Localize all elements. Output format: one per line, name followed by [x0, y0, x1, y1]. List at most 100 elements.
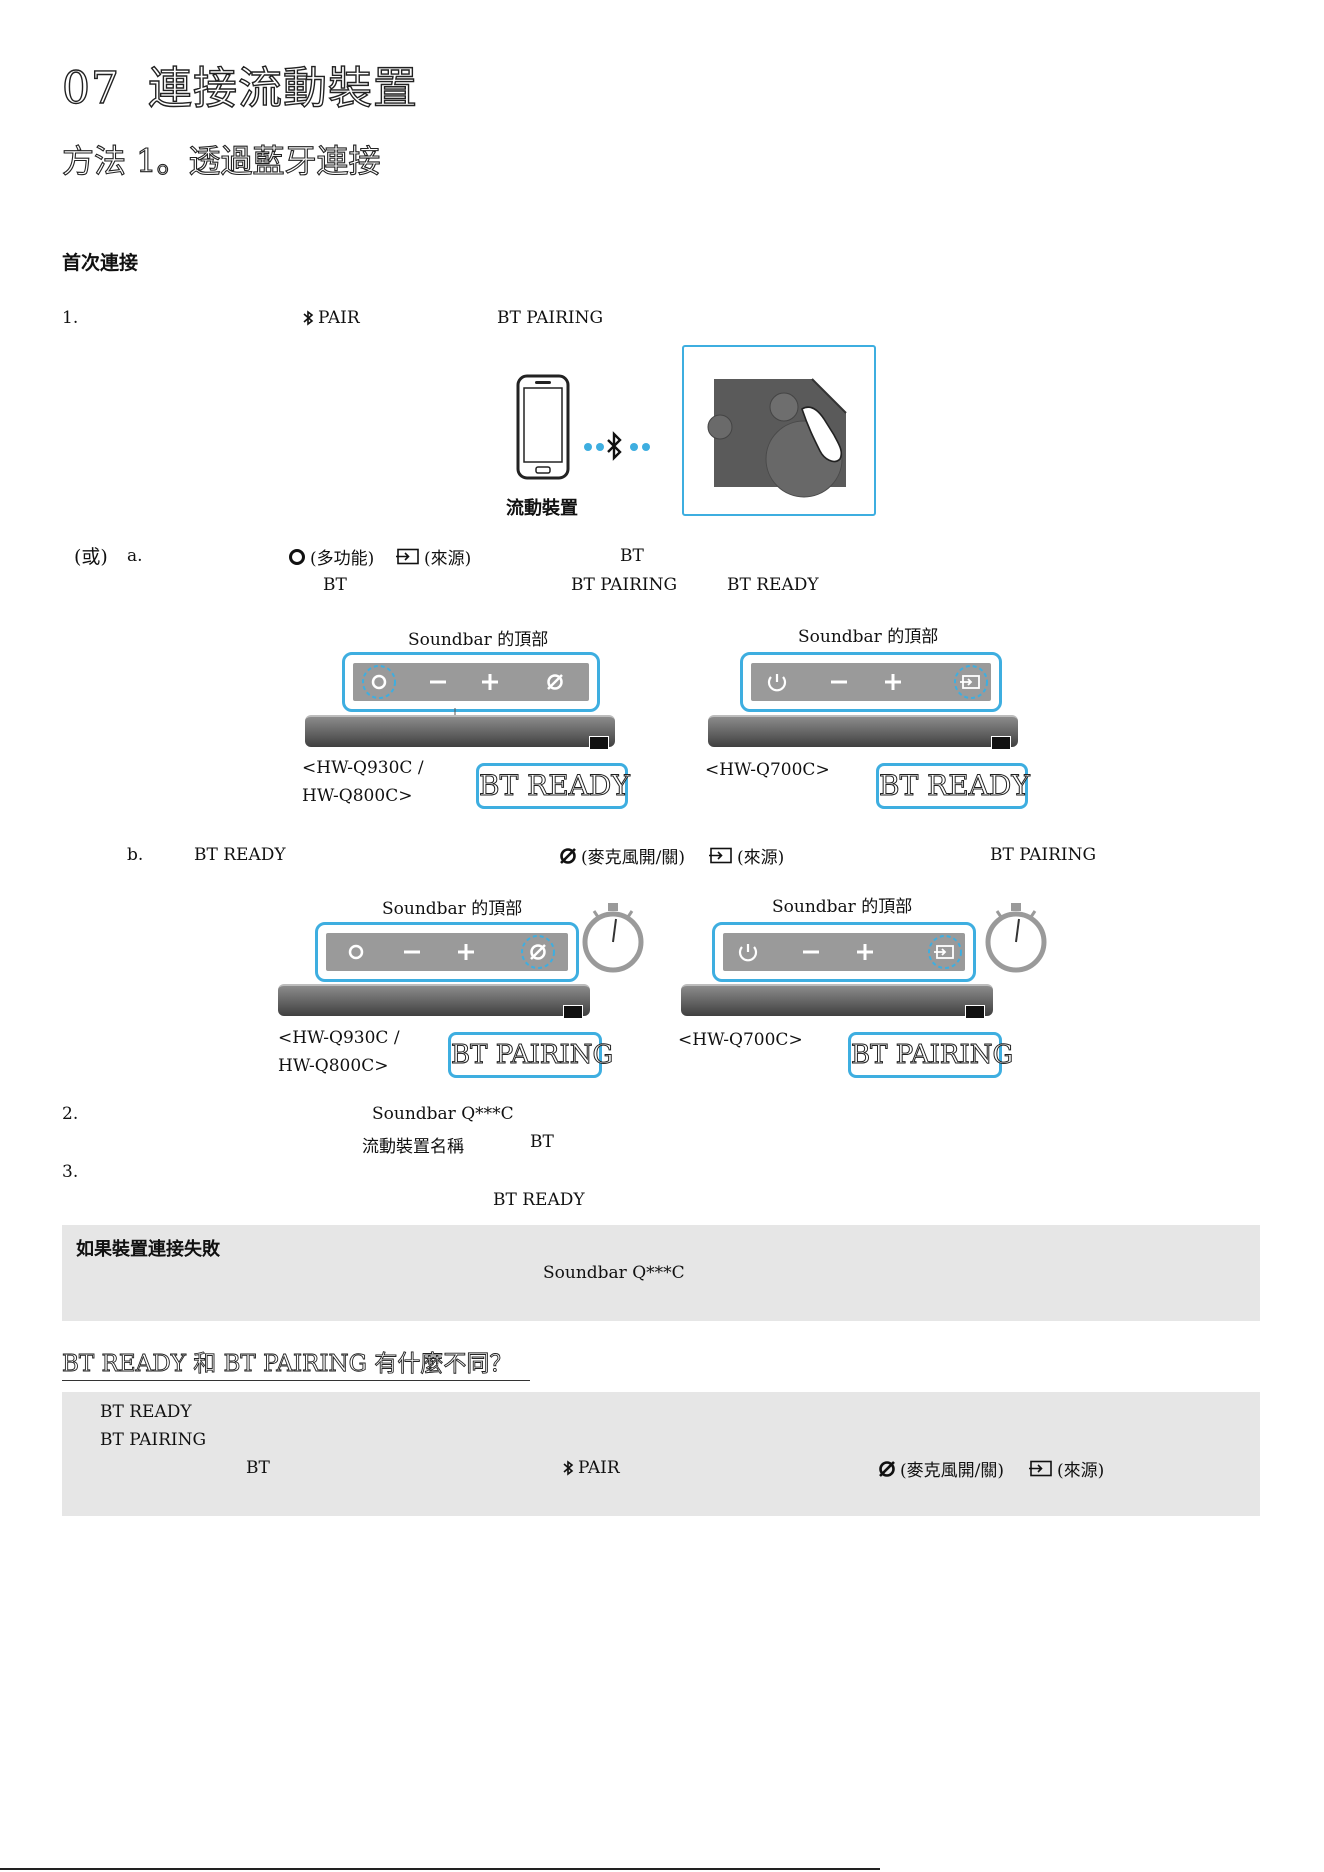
option-a-bt-pairing: BT PAIRING: [571, 575, 678, 595]
fail-box-title: 如果裝置連接失敗: [76, 1239, 220, 1260]
volume-up-icon: [857, 944, 873, 960]
timer-icon: [582, 903, 644, 973]
model-label-line2: HW-Q800C>: [278, 1056, 389, 1076]
volume-up-icon: [885, 674, 901, 690]
step2-device-name: Soundbar Q***C: [372, 1104, 514, 1124]
bluetooth-icon: [563, 1460, 574, 1476]
bt-ready-bubble: BT READY: [476, 763, 630, 809]
step1-bt-pairing: BT PAIRING: [497, 308, 604, 328]
mic-off-icon: [560, 847, 576, 864]
fail-box-device-name: Soundbar Q***C: [543, 1263, 685, 1283]
soundbar-top-label: Soundbar 的頂部: [772, 897, 913, 917]
mobile-device-label: 流動裝置: [506, 498, 578, 519]
model-label-line2: HW-Q800C>: [302, 786, 413, 806]
source-label: (來源): [1057, 1461, 1105, 1481]
volume-up-icon: [458, 944, 474, 960]
power-icon: [767, 674, 787, 692]
source-icon: [934, 948, 947, 956]
control-buttons: [738, 935, 962, 969]
chapter-number: 07: [61, 62, 120, 114]
soundbar-illustration: [278, 984, 590, 1016]
phone-bluetooth-illustration: [516, 374, 650, 480]
step1-number: 1.: [62, 308, 79, 328]
display-window: [563, 1005, 583, 1019]
bt-pairing-bubble: BT PAIRING: [848, 1032, 1014, 1078]
mic-label: (麥克風開/關): [900, 1461, 1004, 1481]
power-icon: [738, 944, 758, 962]
soundbar-top-label: Soundbar 的頂部: [798, 627, 939, 647]
control-panel-q700: [740, 652, 1002, 712]
multifunction-icon: [348, 944, 364, 960]
option-b-bt-ready: BT READY: [194, 845, 286, 865]
first-connection-heading: 首次連接: [62, 252, 139, 274]
mic-off-icon: [530, 944, 546, 960]
chapter-title: 07 連接流動裝置: [61, 52, 418, 116]
multifunction-icon: [371, 674, 387, 690]
multifunction-icon: [289, 548, 305, 565]
option-a-letter: a.: [127, 546, 143, 566]
difference-box: BT READY BT PAIRING BT PAIR (麥克風開/關) (來源…: [62, 1392, 1260, 1516]
pair-label: PAIR: [318, 308, 360, 328]
display-window: [991, 736, 1011, 750]
step2-mobile-name: 流動裝置名稱: [362, 1137, 464, 1157]
control-buttons: [362, 665, 563, 699]
control-panel-q930: [342, 652, 600, 712]
control-panel-q700: [712, 922, 976, 982]
option-b-source: (來源): [709, 843, 784, 868]
soundbar-top-label: Soundbar 的頂部: [408, 630, 549, 650]
option-a-bt-ready: BT READY: [727, 575, 819, 595]
diff-mic: (麥克風開/關): [878, 1456, 1004, 1481]
soundbar-illustration: [305, 715, 615, 747]
multifunction-label: (多功能): [310, 549, 375, 569]
option-a-source: (來源): [396, 544, 471, 569]
diff-bt: BT: [246, 1458, 270, 1478]
source-icon: [709, 847, 732, 864]
volume-up-icon: [482, 674, 498, 690]
hand-press-illustration: [707, 378, 847, 498]
mic-label: (麥克風開/關): [581, 848, 685, 868]
timer-icon: [985, 903, 1047, 973]
source-label: (來源): [424, 549, 472, 569]
step2-bt: BT: [530, 1132, 554, 1152]
chapter-title-text: 連接流動裝置: [147, 62, 418, 114]
bluetooth-icon: [303, 310, 314, 326]
control-buttons: [767, 665, 988, 699]
source-icon: [960, 678, 973, 686]
connection-fail-box: 如果裝置連接失敗 Soundbar Q***C: [62, 1225, 1260, 1321]
step3-bt-ready: BT READY: [493, 1190, 585, 1210]
option-b-bt-pairing: BT PAIRING: [990, 845, 1097, 865]
or-label: (或): [74, 546, 108, 568]
source-icon: [396, 548, 419, 565]
option-a-bt: BT: [620, 546, 644, 566]
step1-pair: PAIR: [302, 308, 360, 328]
step2-number: 2.: [62, 1104, 79, 1124]
control-panel-q930: [315, 922, 579, 982]
mic-off-icon: [879, 1460, 895, 1477]
soundbar-illustration: [681, 984, 993, 1016]
method-title: 方法 1。透過藍牙連接: [61, 141, 381, 180]
mic-off-icon: [547, 674, 563, 690]
model-label-line1: <HW-Q930C /: [278, 1028, 400, 1048]
page-footer-rule: [0, 1868, 880, 1870]
display-window: [589, 736, 609, 750]
option-a-multi: (多功能): [288, 544, 374, 569]
soundbar-illustration: [708, 715, 1018, 747]
option-a-bt2: BT: [323, 575, 347, 595]
diff-bt-pairing: BT PAIRING: [100, 1430, 207, 1450]
option-b-letter: b.: [127, 845, 144, 865]
source-label: (來源): [737, 848, 785, 868]
diff-source: (來源): [1029, 1456, 1104, 1481]
model-label-line1: <HW-Q930C /: [302, 758, 424, 778]
difference-heading: BT READY 和 BT PAIRING 有什麼不同？: [62, 1344, 531, 1381]
pair-label: PAIR: [578, 1458, 620, 1478]
bt-ready-bubble: BT READY: [876, 763, 1030, 809]
display-window: [965, 1005, 985, 1019]
diff-bt-ready: BT READY: [100, 1402, 192, 1422]
pair-button-photo: [682, 345, 876, 516]
source-icon: [1029, 1460, 1052, 1477]
model-label-q700: <HW-Q700C>: [705, 760, 830, 780]
bt-pairing-bubble: BT PAIRING: [448, 1032, 614, 1078]
step3-number: 3.: [62, 1162, 79, 1182]
model-label-q700: <HW-Q700C>: [678, 1030, 803, 1050]
soundbar-top-label: Soundbar 的頂部: [382, 899, 523, 919]
